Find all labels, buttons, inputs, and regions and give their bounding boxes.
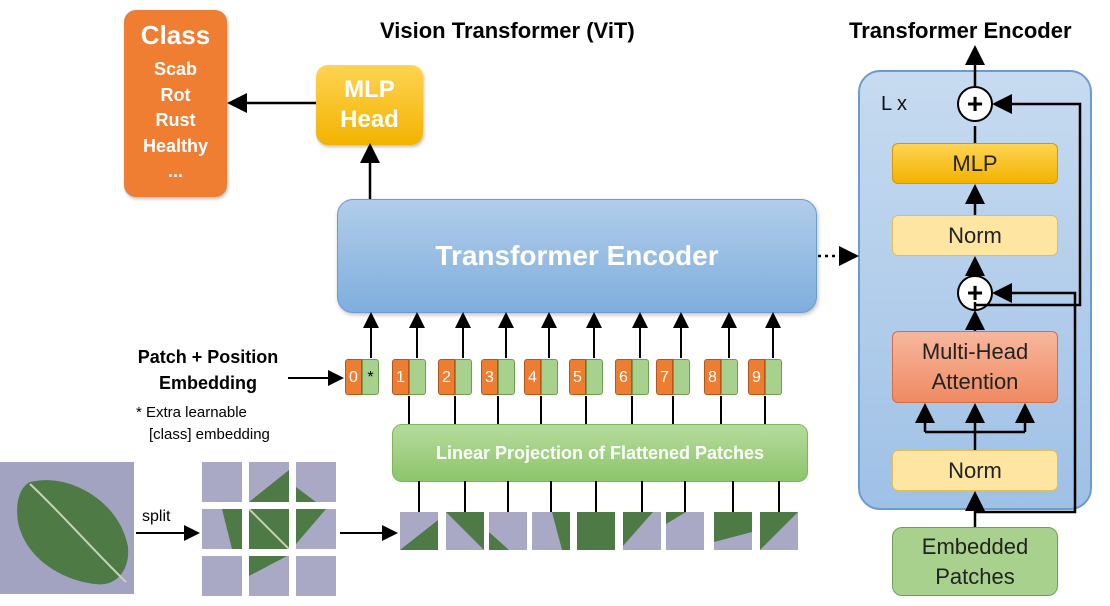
token-7: 7 xyxy=(656,359,690,395)
token-8: 8 xyxy=(704,359,738,395)
encoder-detail-arrows xyxy=(915,45,1082,527)
split-patch xyxy=(202,509,242,549)
encoder-norm-block-lower: Norm xyxy=(892,450,1058,491)
patch-embedding-3 xyxy=(498,359,515,395)
class-item-healthy: Healthy xyxy=(142,135,209,156)
token-4: 4 xyxy=(524,359,558,395)
patch-embedding-9 xyxy=(765,359,782,395)
vit-title: Vision Transformer (ViT) xyxy=(380,18,635,43)
patch-embedding-2 xyxy=(455,359,472,395)
class-item-rust: Rust xyxy=(155,110,196,130)
patch-position-embedding-label: Patch + Position Embedding xyxy=(118,344,298,396)
extra-embedding-note: * Extra learnable [class] embedding xyxy=(136,402,270,446)
split-label: split xyxy=(142,508,171,525)
token-1: 1 xyxy=(392,359,426,395)
extra-note-line1: * Extra learnable xyxy=(136,404,247,421)
token-up-arrows xyxy=(363,312,781,358)
encoder-norm-label-upper: Norm xyxy=(948,222,1002,248)
class-title: Class xyxy=(140,20,211,50)
mlp-head-label-line1: MLP xyxy=(344,76,395,103)
flattened-patch-5 xyxy=(577,512,615,550)
multi-head-attention-block: Multi-Head Attention xyxy=(892,331,1058,403)
token-position-1: 1 xyxy=(392,359,409,395)
patch-to-projection-lines xyxy=(418,481,780,512)
token-position-2: 2 xyxy=(438,359,455,395)
class-item-more: ... xyxy=(167,161,183,181)
token-0: 0 * xyxy=(345,359,379,395)
split-patch xyxy=(296,509,336,549)
linear-projection-block: Linear Projection of Flattened Patches xyxy=(392,424,808,482)
token-position-3: 3 xyxy=(481,359,498,395)
patch-embedding-6 xyxy=(632,359,649,395)
projection-to-token-lines xyxy=(408,396,766,424)
class-output-box: Class Scab Rot Rust Healthy ... xyxy=(124,10,227,197)
token-position-7: 7 xyxy=(656,359,673,395)
token-position-0: 0 xyxy=(345,359,362,395)
class-item-rot: Rot xyxy=(160,84,191,105)
patch-embedding-7 xyxy=(673,359,690,395)
token-position-5: 5 xyxy=(569,359,586,395)
extra-note-line2: [class] embedding xyxy=(149,426,270,443)
encoder-norm-block-upper: Norm xyxy=(892,215,1058,256)
patch-embedding-5 xyxy=(586,359,603,395)
leaf-illustration xyxy=(0,462,134,594)
flattened-patch-3 xyxy=(489,512,527,550)
split-patch xyxy=(202,556,242,596)
encoder-mlp-block: MLP xyxy=(892,143,1058,184)
split-patch xyxy=(296,462,336,502)
flattened-patch-8 xyxy=(714,512,752,550)
token-3: 3 xyxy=(481,359,515,395)
token-5: 5 xyxy=(569,359,603,395)
token-9: 9 xyxy=(748,359,782,395)
transformer-encoder-label: Transformer Encoder xyxy=(435,240,719,271)
embedded-label-line1: Embedded xyxy=(921,533,1029,559)
token-position-6: 6 xyxy=(615,359,632,395)
attention-label-line1: Multi-Head xyxy=(921,339,1029,364)
class-token-embedding: * xyxy=(362,359,379,395)
flattened-patch-6 xyxy=(623,512,661,550)
embedding-label-line2: Embedding xyxy=(159,373,257,393)
transformer-encoder-block: Transformer Encoder xyxy=(337,199,817,313)
token-position-4: 4 xyxy=(524,359,541,395)
token-position-9: 9 xyxy=(748,359,765,395)
add-icon: + xyxy=(957,86,993,122)
attention-label-line2: Attention xyxy=(931,369,1019,394)
flattened-patch-9 xyxy=(760,512,798,550)
encoder-norm-label-lower: Norm xyxy=(948,457,1002,483)
flattened-patch-4 xyxy=(532,512,570,550)
split-patch xyxy=(296,556,336,596)
embedded-patches-box: Embedded Patches xyxy=(892,527,1058,596)
token-position-8: 8 xyxy=(704,359,721,395)
class-list: Scab Rot Rust Healthy ... xyxy=(124,57,227,185)
flattened-patch-1 xyxy=(400,512,438,550)
token-6: 6 xyxy=(615,359,649,395)
split-patch xyxy=(202,462,242,502)
input-leaf-image xyxy=(0,462,134,594)
mlp-head-label-line2: Head xyxy=(340,106,399,133)
split-patch xyxy=(249,556,289,596)
repeat-label: L x xyxy=(881,93,907,115)
token-2: 2 xyxy=(438,359,472,395)
flattened-patch-7 xyxy=(666,512,704,550)
patch-embedding-4 xyxy=(541,359,558,395)
patch-embedding-1 xyxy=(409,359,426,395)
encoder-detail-title: Transformer Encoder xyxy=(849,18,1072,43)
linear-projection-label: Linear Projection of Flattened Patches xyxy=(435,442,765,463)
patch-embedding-8 xyxy=(721,359,738,395)
flattened-patch-2 xyxy=(446,512,484,550)
encoder-mlp-label: MLP xyxy=(952,150,998,176)
embedded-label-line2: Patches xyxy=(935,563,1015,589)
split-patch xyxy=(249,462,289,502)
mlp-head-box: MLP Head xyxy=(316,65,423,145)
split-patch xyxy=(249,509,289,549)
class-item-scab: Scab xyxy=(153,59,198,79)
embedding-label-line1: Patch + Position xyxy=(137,347,279,367)
